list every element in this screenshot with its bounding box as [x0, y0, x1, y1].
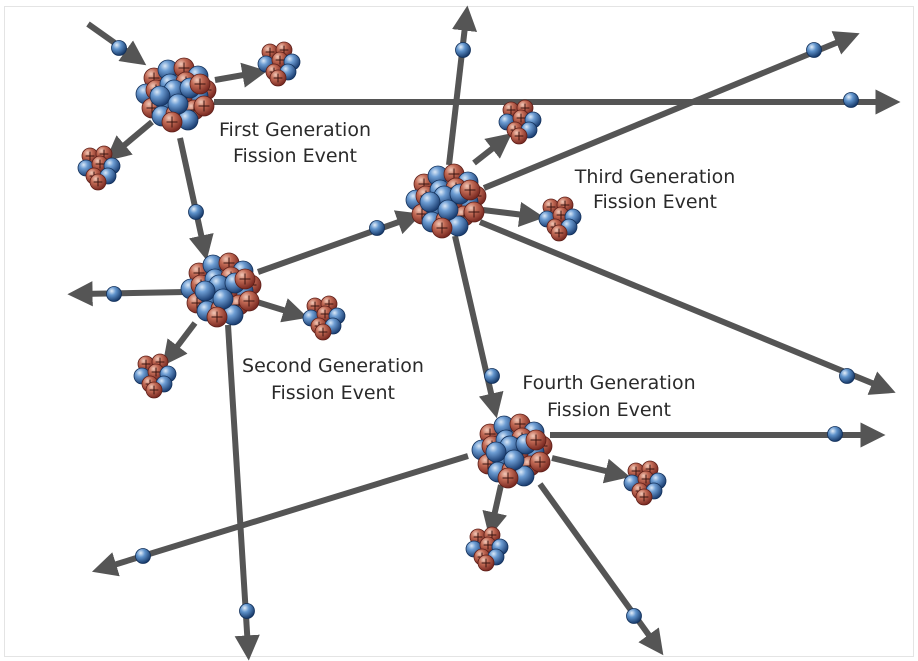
label-second-line2: Fission Event	[271, 382, 395, 404]
proton-icon	[193, 95, 215, 117]
label-first-generation: First Generation Fission Event	[219, 119, 371, 167]
neutron-icon	[188, 204, 204, 220]
neutron-icon	[626, 608, 642, 624]
neutron-icon	[843, 92, 859, 108]
fission-fragment-icon	[623, 460, 667, 506]
label-second-generation: Second Generation Fission Event	[242, 355, 424, 404]
neutron-icon	[111, 40, 127, 56]
neutron-icon	[827, 426, 843, 442]
fission-fragment-icon	[302, 295, 346, 341]
label-fourth-generation: Fourth Generation Fission Event	[522, 372, 695, 421]
neutron-icon	[135, 548, 151, 564]
proton-icon	[145, 381, 163, 399]
proton-icon	[238, 290, 260, 312]
fission-fragment-icon	[538, 196, 582, 242]
arrow-icon	[482, 484, 508, 538]
label-fourth-line2: Fission Event	[547, 399, 671, 421]
neutron-icon	[806, 42, 822, 58]
arrow-icon	[446, 5, 478, 166]
neutron-particle-icon	[503, 449, 525, 471]
neutron-particle-icon	[485, 441, 507, 463]
proton-icon	[269, 69, 287, 87]
neutron-particle-icon	[167, 93, 189, 115]
neutrons-layer	[106, 40, 859, 624]
proton-icon	[463, 201, 485, 223]
arrow-icon	[86, 21, 147, 66]
arrow-icon	[67, 281, 186, 307]
arrow-icon	[105, 119, 154, 162]
arrow-icon	[478, 219, 896, 395]
proton-icon	[189, 73, 211, 95]
proton-icon	[89, 173, 107, 191]
label-first-line1: First Generation	[219, 119, 371, 141]
label-third-line2: Fission Event	[593, 191, 717, 213]
proton-icon	[206, 306, 228, 328]
nucleus-third-generation	[405, 163, 487, 239]
neutron-icon	[484, 368, 500, 384]
proton-icon	[459, 179, 481, 201]
fission-fragment-icon	[133, 353, 177, 399]
neutron-icon	[369, 220, 385, 236]
arrow-icon	[482, 31, 860, 191]
neutron-icon	[239, 603, 255, 619]
proton-icon	[525, 429, 547, 451]
fission-fragment-icon	[77, 145, 121, 191]
neutron-particle-icon	[419, 191, 441, 213]
proton-icon	[431, 217, 453, 239]
neutron-particle-icon	[212, 288, 234, 310]
arrow-icon	[256, 298, 309, 323]
proton-icon	[550, 224, 568, 242]
nuclei-layer	[77, 41, 667, 572]
arrow-icon	[482, 201, 545, 227]
proton-icon	[510, 127, 528, 145]
proton-icon	[635, 488, 653, 506]
arrow-icon	[225, 324, 260, 661]
nucleus-fourth-generation	[471, 413, 553, 489]
fission-fragment-icon	[498, 99, 542, 145]
arrow-icon	[472, 133, 512, 166]
neutron-particle-icon	[149, 85, 171, 107]
arrow-icon	[214, 62, 268, 88]
label-second-line1: Second Generation	[242, 355, 424, 377]
proton-icon	[529, 451, 551, 473]
label-fourth-line1: Fourth Generation	[522, 372, 695, 394]
proton-icon	[314, 323, 332, 341]
proton-icon	[161, 111, 183, 133]
label-first-line2: Fission Event	[233, 145, 357, 167]
arrow-icon	[551, 455, 631, 484]
neutron-particle-icon	[437, 199, 459, 221]
fission-fragment-icon	[465, 526, 509, 572]
nucleus-first-generation	[135, 57, 217, 133]
neutron-icon	[455, 42, 471, 58]
label-third-generation: Third Generation Fission Event	[574, 166, 736, 213]
arrow-icon	[162, 321, 198, 367]
label-third-line1: Third Generation	[574, 166, 736, 188]
neutron-icon	[839, 368, 855, 384]
proton-icon	[234, 268, 256, 290]
arrow-icon	[177, 137, 214, 261]
arrow-icon	[256, 210, 422, 275]
neutron-particle-icon	[194, 280, 216, 302]
proton-icon	[477, 554, 495, 572]
neutron-icon	[106, 286, 122, 302]
proton-icon	[497, 467, 519, 489]
fission-fragment-icon	[257, 41, 301, 87]
arrow-icon	[91, 453, 469, 577]
nucleus-second-generation	[180, 252, 262, 328]
